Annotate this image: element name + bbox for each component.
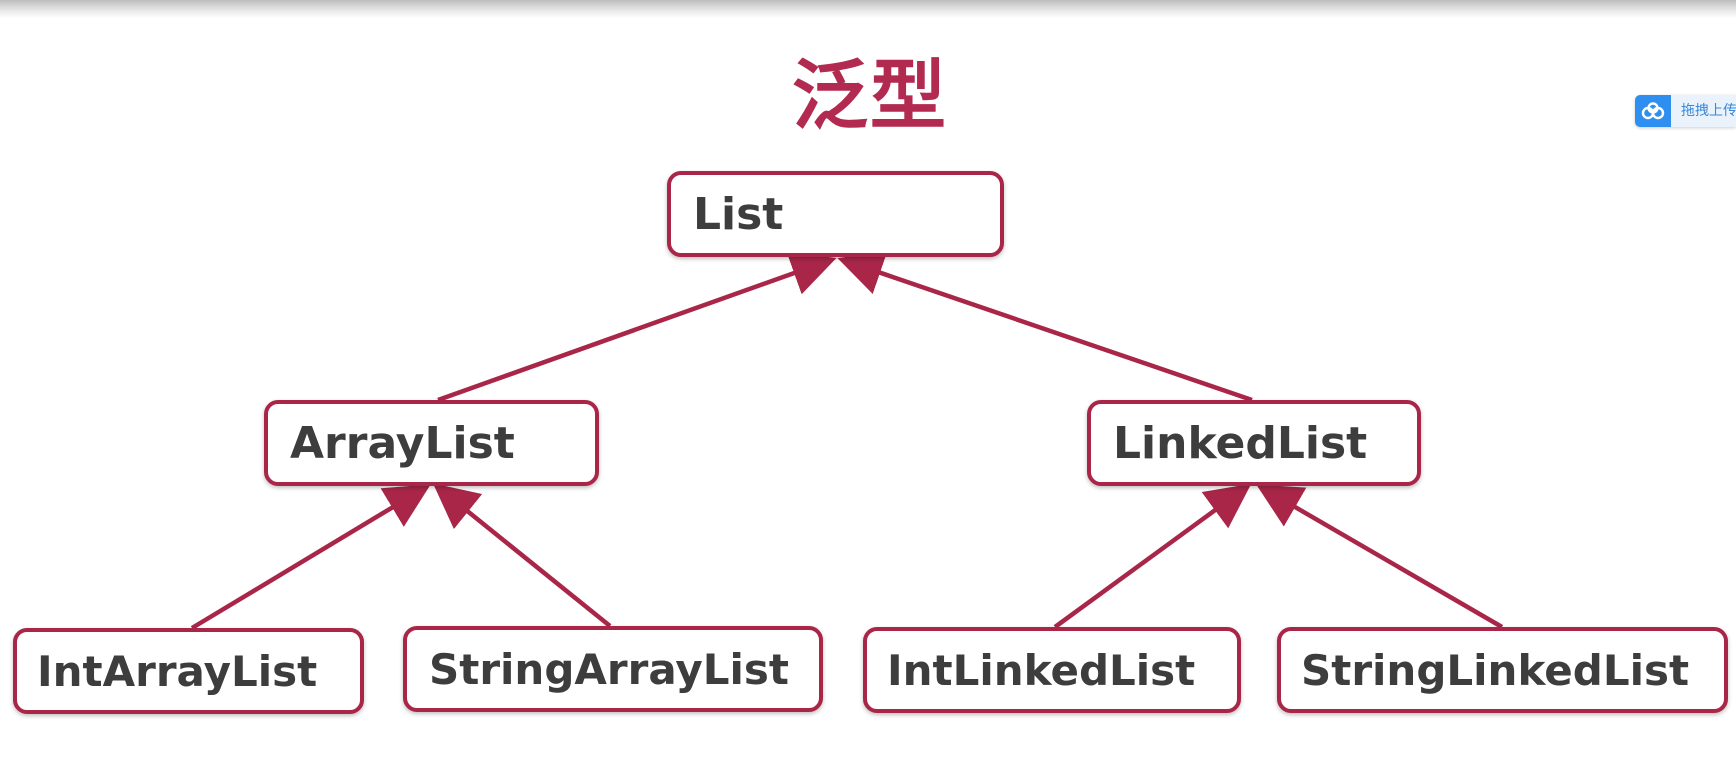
upload-label: 拖拽上传 — [1671, 95, 1736, 127]
node-list-label: List — [693, 188, 784, 240]
node-stringlinkedlist-label: StringLinkedList — [1301, 645, 1690, 695]
node-stringarraylist: StringArrayList — [403, 626, 823, 712]
edge-arraylist-to-list — [437, 251, 837, 403]
node-linkedlist: LinkedList — [1087, 400, 1421, 486]
node-arraylist-label: ArrayList — [290, 417, 515, 469]
edge-intarraylist-to-arraylist — [190, 484, 431, 630]
node-intlinkedlist-label: IntLinkedList — [887, 645, 1196, 695]
node-intarraylist: IntArrayList — [13, 628, 364, 714]
node-stringlinkedlist: StringLinkedList — [1277, 627, 1728, 713]
node-arraylist: ArrayList — [264, 400, 599, 486]
node-stringarraylist-label: StringArrayList — [429, 644, 789, 694]
page-title: 泛型 — [792, 51, 948, 140]
cloud-icon — [1635, 95, 1671, 127]
node-list: List — [667, 171, 1004, 257]
edge-stringarraylist-to-arraylist — [432, 483, 612, 628]
node-intlinkedlist: IntLinkedList — [863, 627, 1241, 713]
top-shade — [0, 0, 1736, 18]
edge-linkedlist-to-list — [837, 251, 1253, 403]
upload-widget[interactable]: 拖拽上传 — [1635, 95, 1736, 127]
node-linkedlist-label: LinkedList — [1113, 417, 1368, 469]
edge-intlinkedlist-to-linkedlist — [1053, 483, 1252, 629]
node-intarraylist-label: IntArrayList — [37, 646, 318, 696]
edge-stringlinkedlist-to-linkedlist — [1256, 484, 1504, 629]
